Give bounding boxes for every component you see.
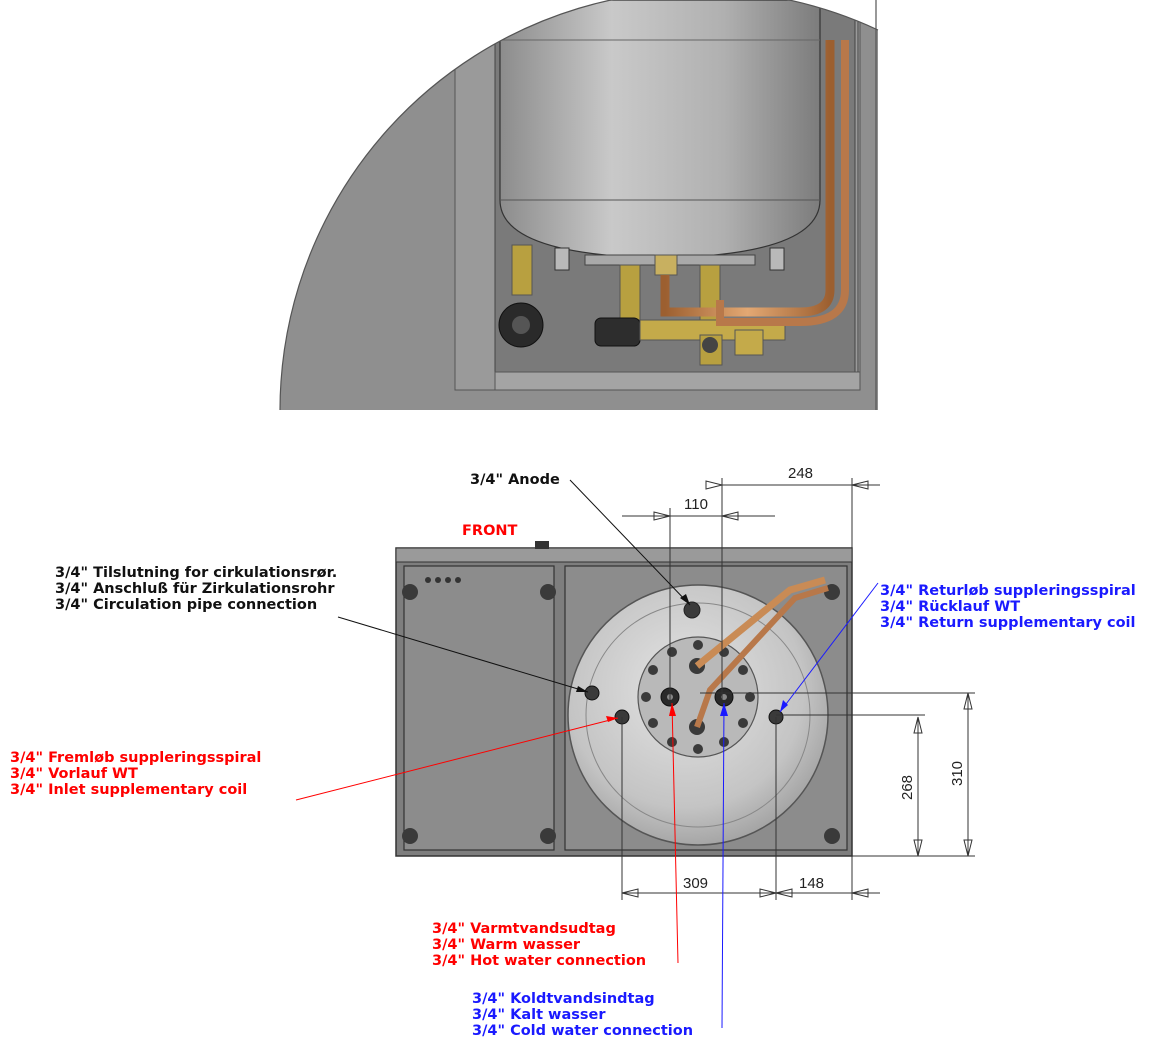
plan-copper-pipes xyxy=(694,576,829,728)
cold-water-label-line-2: 3/4" Kalt wasser xyxy=(472,1007,606,1023)
cold-water-label: 3/4" Koldtvandsindtag 3/4" Kalt wasser 3… xyxy=(472,991,693,1039)
tank-vessel xyxy=(499,0,821,259)
plan-view xyxy=(395,541,853,857)
circulation-label: 3/4" Tilslutning for cirkulationsrør. 3/… xyxy=(55,565,337,613)
circulation-label-line-1: 3/4" Tilslutning for cirkulationsrør. xyxy=(55,565,337,581)
circulation-label-line-2: 3/4" Anschluß für Zirkulationsrohr xyxy=(55,581,335,597)
copper-pipes xyxy=(660,40,849,326)
return-coil-label-line-2: 3/4" Rücklauf WT xyxy=(880,599,1020,615)
leader-arrows xyxy=(576,594,788,722)
front-label: FRONT xyxy=(462,523,518,539)
leader-lines xyxy=(295,479,879,1029)
dimension-lines xyxy=(621,478,975,900)
cold-water-label-line-3: 3/4" Cold water connection xyxy=(472,1023,693,1039)
tank-top xyxy=(567,584,829,846)
hot-water-label-line-1: 3/4" Varmtvandsudtag xyxy=(432,921,616,937)
dim-310: 310 xyxy=(949,761,966,786)
circulation-label-line-3: 3/4" Circulation pipe connection xyxy=(55,597,317,613)
return-coil-label: 3/4" Returløb suppleringsspiral 3/4" Rüc… xyxy=(880,583,1136,631)
corner-bolts xyxy=(402,577,840,844)
detail-circle-outline xyxy=(279,0,879,411)
dim-268: 268 xyxy=(899,775,916,800)
cold-water-label-line-1: 3/4" Koldtvandsindtag xyxy=(472,991,655,1007)
hot-water-label-line-2: 3/4" Warm wasser xyxy=(432,937,581,953)
inlet-coil-label-line-3: 3/4" Inlet supplementary coil xyxy=(10,782,247,798)
inlet-coil-label-line-2: 3/4" Vorlauf WT xyxy=(10,766,138,782)
mixing-valve xyxy=(594,317,786,366)
return-coil-label-line-1: 3/4" Returløb suppleringsspiral xyxy=(880,583,1136,599)
inlet-coil-label: 3/4" Fremløb suppleringsspiral 3/4" Vorl… xyxy=(10,750,261,798)
hot-water-label: 3/4" Varmtvandsudtag 3/4" Warm wasser 3/… xyxy=(432,921,646,969)
circulation-pump xyxy=(498,244,544,348)
anode-label: 3/4" Anode xyxy=(470,472,560,488)
left-compartment xyxy=(403,565,555,851)
inlet-coil-label-line-1: 3/4" Fremløb suppleringsspiral xyxy=(10,750,261,766)
hot-water-label-line-3: 3/4" Hot water connection xyxy=(432,953,646,969)
detail-view xyxy=(280,0,878,410)
dim-248: 248 xyxy=(788,465,813,482)
return-coil-label-line-3: 3/4" Return supplementary coil xyxy=(880,615,1136,631)
dim-110: 110 xyxy=(684,496,708,513)
dim-148: 148 xyxy=(799,875,824,892)
dimension-arrows xyxy=(621,480,973,898)
dim-309: 309 xyxy=(683,875,708,892)
